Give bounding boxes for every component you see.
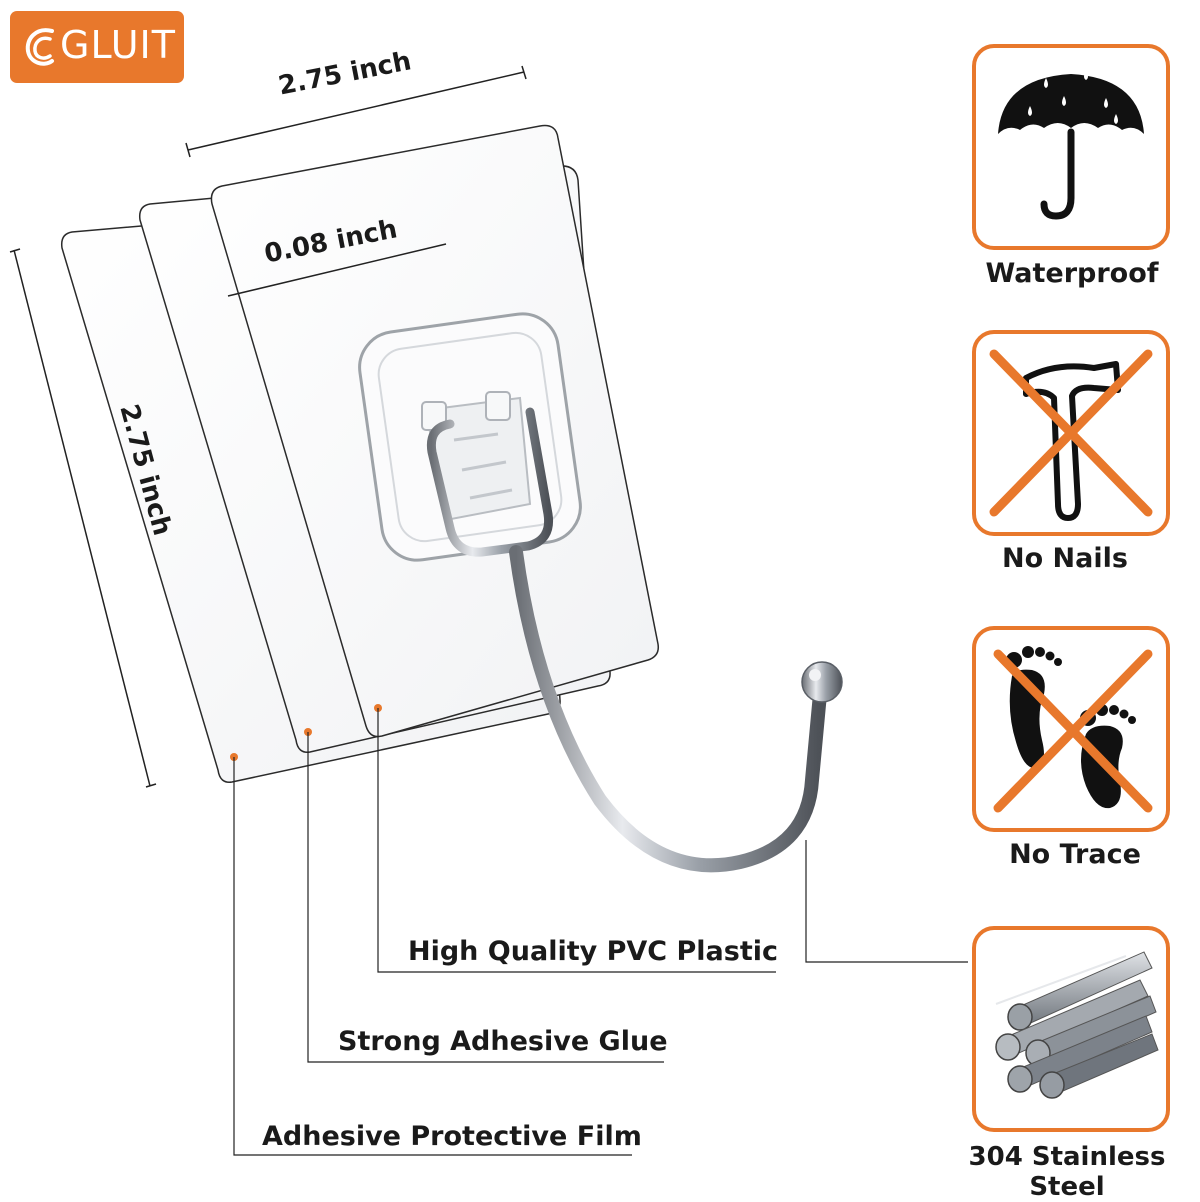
hammer-crossed-icon <box>989 349 1153 521</box>
feature-no-nails-box <box>972 330 1170 536</box>
footprints-crossed-icon <box>993 646 1153 813</box>
umbrella-icon <box>998 70 1144 220</box>
hook-loop <box>426 407 554 557</box>
feature-waterproof-box <box>972 44 1170 250</box>
brand-logo: GLUIT <box>10 11 184 83</box>
hook-ball-tip <box>801 661 843 703</box>
steel-rods-icon <box>995 951 1159 1099</box>
feature-no-trace-label: No Trace <box>1009 839 1141 870</box>
feature-stainless-steel-box <box>972 926 1170 1132</box>
hook-arm <box>509 545 827 873</box>
feature-waterproof-label: Waterproof <box>985 258 1159 289</box>
callout-pvc-plastic: High Quality PVC Plastic <box>408 936 779 967</box>
brand-mark-icon <box>25 28 54 66</box>
callout-protective-film: Adhesive Protective Film <box>262 1121 642 1152</box>
feature-no-trace-box <box>972 626 1170 832</box>
callout-adhesive-glue: Strong Adhesive Glue <box>338 1026 668 1057</box>
brand-name: GLUIT <box>60 23 176 67</box>
feature-no-nails-label: No Nails <box>1002 543 1128 574</box>
feature-stainless-steel-label: 304 Stainless Steel <box>968 1142 1166 1202</box>
